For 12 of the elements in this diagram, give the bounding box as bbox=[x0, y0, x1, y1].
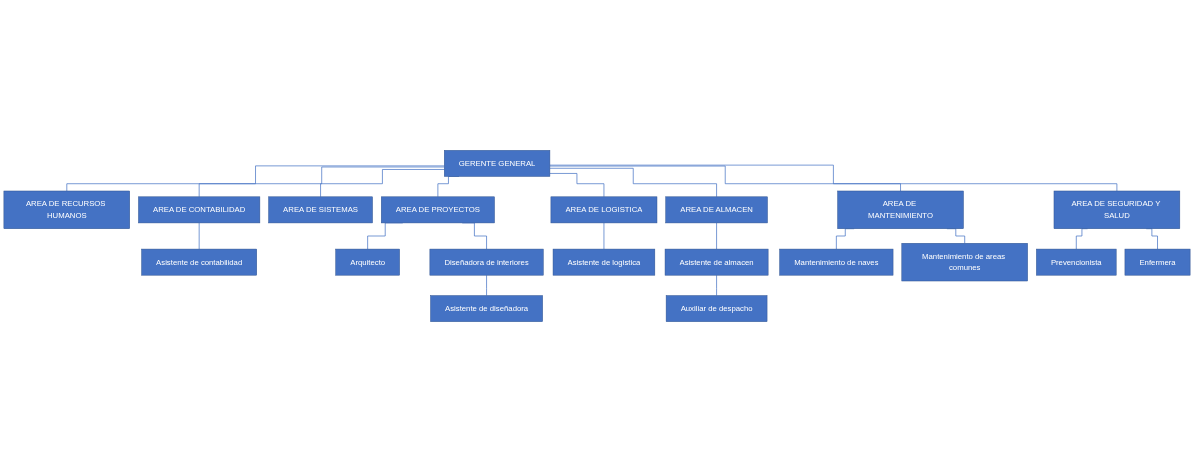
connector bbox=[198, 166, 445, 198]
connector bbox=[603, 222, 605, 250]
connector bbox=[549, 164, 1118, 192]
connector bbox=[320, 169, 445, 198]
connector bbox=[716, 222, 717, 250]
connector bbox=[716, 274, 717, 296]
connector bbox=[549, 165, 901, 192]
connector bbox=[486, 274, 487, 296]
connector bbox=[549, 167, 717, 198]
connector bbox=[549, 173, 605, 198]
connector bbox=[198, 222, 200, 250]
connector bbox=[66, 165, 445, 192]
